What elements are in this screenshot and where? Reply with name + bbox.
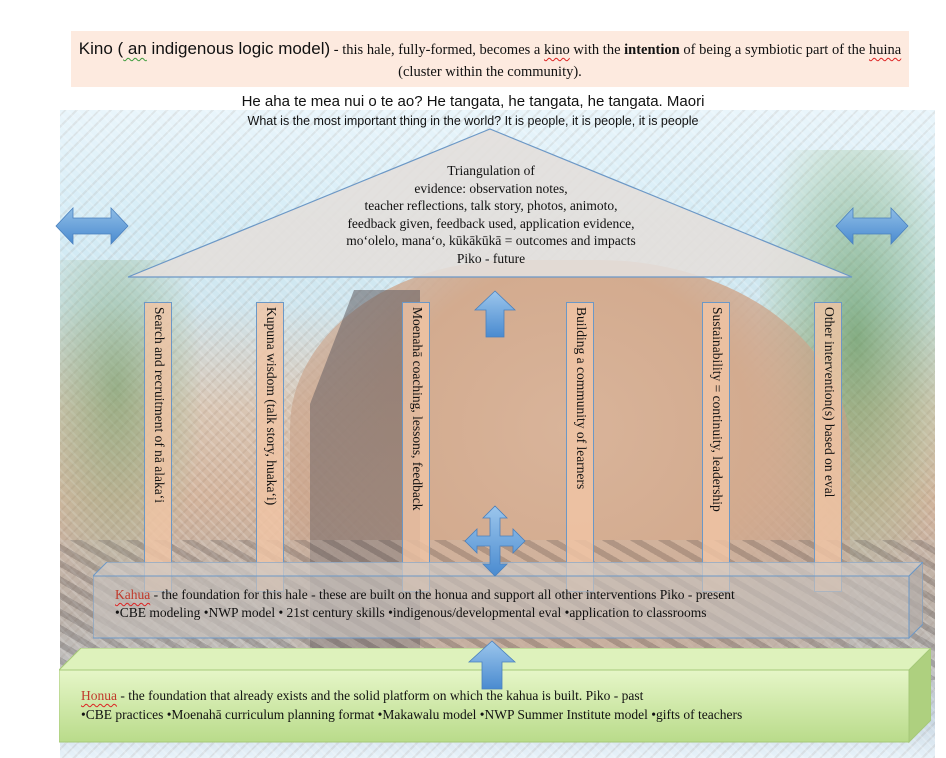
pillar-other-interventions: Other intervention(s) based on eval bbox=[814, 302, 842, 592]
honua-items: •CBE practices •Moenahā curriculum plann… bbox=[81, 707, 743, 722]
title-box: Kino ( an indigenous logic model) - this… bbox=[71, 31, 909, 87]
pillar-community-learners: Building a community of learners bbox=[566, 302, 594, 592]
pillar-moenaha-coaching: Moenahā coaching, lessons, feedback bbox=[402, 302, 430, 592]
kahua-foundation-box: Kahua - the foundation for this hale - t… bbox=[93, 562, 923, 640]
double-arrow-left-icon bbox=[55, 206, 129, 246]
title-description: - this hale, fully-formed, becomes a kin… bbox=[330, 42, 901, 80]
title-desc-3: of being a symbiotic part of the bbox=[679, 42, 869, 58]
kahua-term: Kahua bbox=[115, 587, 151, 602]
honua-term: Honua bbox=[81, 688, 117, 703]
roof-line: teacher reflections, talk story, photos,… bbox=[364, 198, 618, 213]
title-lead: Kino ( bbox=[78, 39, 124, 58]
roof-line: Triangulation of bbox=[447, 163, 535, 178]
kahua-description: - the foundation for this hale - these a… bbox=[150, 587, 735, 602]
honua-text: Honua - the foundation that already exis… bbox=[81, 686, 742, 724]
kahua-text: Kahua - the foundation for this hale - t… bbox=[115, 586, 735, 622]
roof-triangle: Triangulation of evidence: observation n… bbox=[126, 127, 854, 279]
honua-foundation-box: Honua - the foundation that already exis… bbox=[59, 648, 931, 744]
pillar-label: Building a community of learners bbox=[574, 307, 589, 490]
pillar-search-recruitment: Search and recruitment of nā alakaʻi bbox=[144, 302, 172, 592]
title-heading: Kino ( an indigenous logic model) bbox=[79, 39, 330, 58]
roof-line: mo‘olelo, mana‘o, kūkākūkā = outcomes an… bbox=[346, 233, 636, 248]
title-desc-4: (cluster within the community). bbox=[398, 64, 582, 80]
proverb-english: What is the most important thing in the … bbox=[247, 114, 699, 128]
honua-line-1: Honua - the foundation that already exis… bbox=[81, 686, 742, 705]
pillar-label: Kupuna wisdom (talk story, huakaʻi) bbox=[264, 307, 279, 506]
pillar-label: Search and recruitment of nā alakaʻi bbox=[152, 307, 167, 504]
up-arrow-icon bbox=[467, 640, 517, 690]
pillar-label: Other intervention(s) based on eval bbox=[822, 307, 837, 498]
proverb-maori: He aha te mea nui o te ao? He tangata, h… bbox=[241, 93, 705, 110]
roof-line: Piko - future bbox=[456, 250, 526, 266]
roof-text: Triangulation of evidence: observation n… bbox=[326, 162, 656, 267]
double-arrow-right-icon bbox=[835, 206, 909, 246]
pillar-kupuna-wisdom: Kupuna wisdom (talk story, huakaʻi) bbox=[256, 302, 284, 592]
title-desc-huina: huina bbox=[869, 42, 902, 58]
pillar-label: Sustainability = continuity, leadership bbox=[710, 307, 725, 512]
palm-tree-left bbox=[60, 260, 200, 580]
up-arrow-icon bbox=[473, 290, 517, 338]
title-lead-rest: indigenous logic model) bbox=[146, 39, 331, 58]
pillar-label: Moenahā coaching, lessons, feedback bbox=[410, 307, 425, 511]
honua-shape bbox=[59, 648, 931, 744]
title-desc-2: with the bbox=[569, 42, 625, 58]
roof-line: evidence: observation notes, bbox=[414, 180, 568, 196]
title-desc-kino: kino bbox=[543, 42, 570, 58]
kahua-shape bbox=[93, 562, 923, 640]
title-desc-intention: intention bbox=[624, 42, 680, 58]
kahua-line-1: Kahua - the foundation for this hale - t… bbox=[115, 586, 735, 604]
title-lead-squiggle: an bbox=[123, 39, 147, 58]
title-desc-1: - this hale, fully-formed, becomes a bbox=[330, 42, 544, 58]
honua-description: - the foundation that already exists and… bbox=[117, 688, 644, 703]
roof-line: feedback given, feedback used, applicati… bbox=[347, 215, 635, 231]
roof-shape bbox=[127, 128, 853, 278]
kahua-items: •CBE modeling •NWP model • 21st century … bbox=[115, 605, 707, 620]
four-way-arrow-icon bbox=[464, 505, 526, 577]
pillar-sustainability: Sustainability = continuity, leadership bbox=[702, 302, 730, 592]
